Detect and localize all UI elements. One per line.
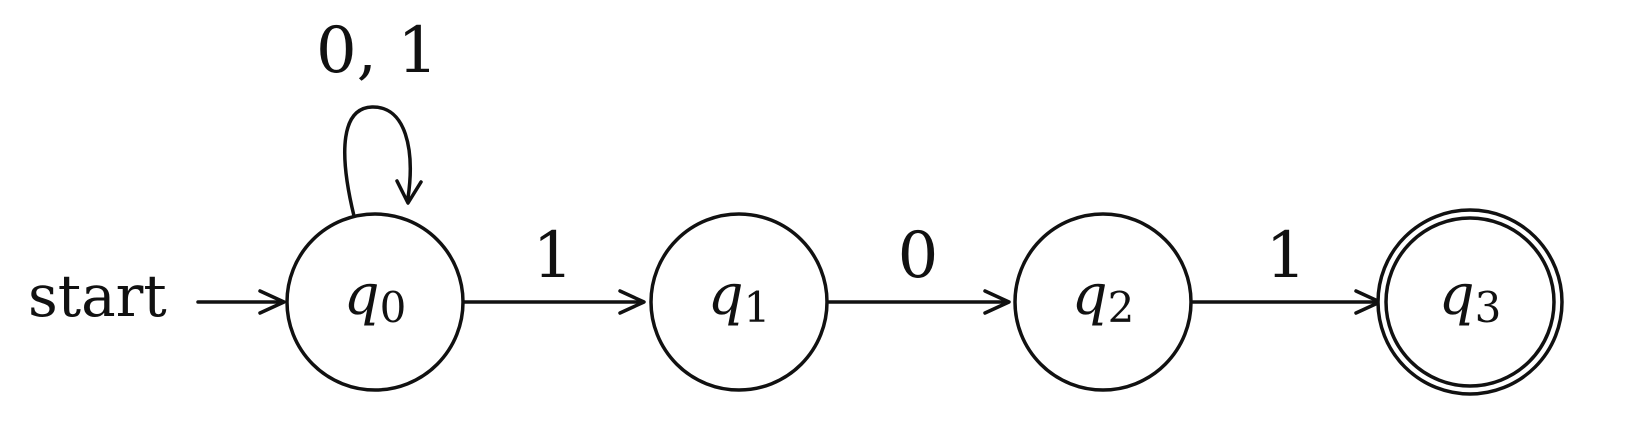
- self-loop-label: 0, 1: [316, 14, 438, 88]
- state-q0: q0: [285, 212, 465, 392]
- start-label: start: [28, 262, 167, 330]
- edge-label-q1-q2: 0: [898, 219, 939, 293]
- edge-q1-q2: [827, 289, 1011, 315]
- state-label-q1: q1: [708, 263, 771, 332]
- state-label-q0: q0: [344, 263, 407, 332]
- state-q3-accepting: q3: [1376, 208, 1564, 396]
- state-q1: q1: [649, 212, 829, 392]
- state-q2: q2: [1013, 212, 1193, 392]
- state-label-q2: q2: [1072, 263, 1135, 332]
- edge-label-q2-q3: 1: [1266, 219, 1307, 293]
- state-label-q3: q3: [1439, 263, 1502, 332]
- start-arrow: [196, 289, 286, 315]
- edge-label-q0-q1: 1: [533, 219, 574, 293]
- edge-q0-q1: [461, 289, 646, 315]
- edge-q2-q3: [1191, 289, 1382, 315]
- self-loop-arrow: [343, 105, 423, 218]
